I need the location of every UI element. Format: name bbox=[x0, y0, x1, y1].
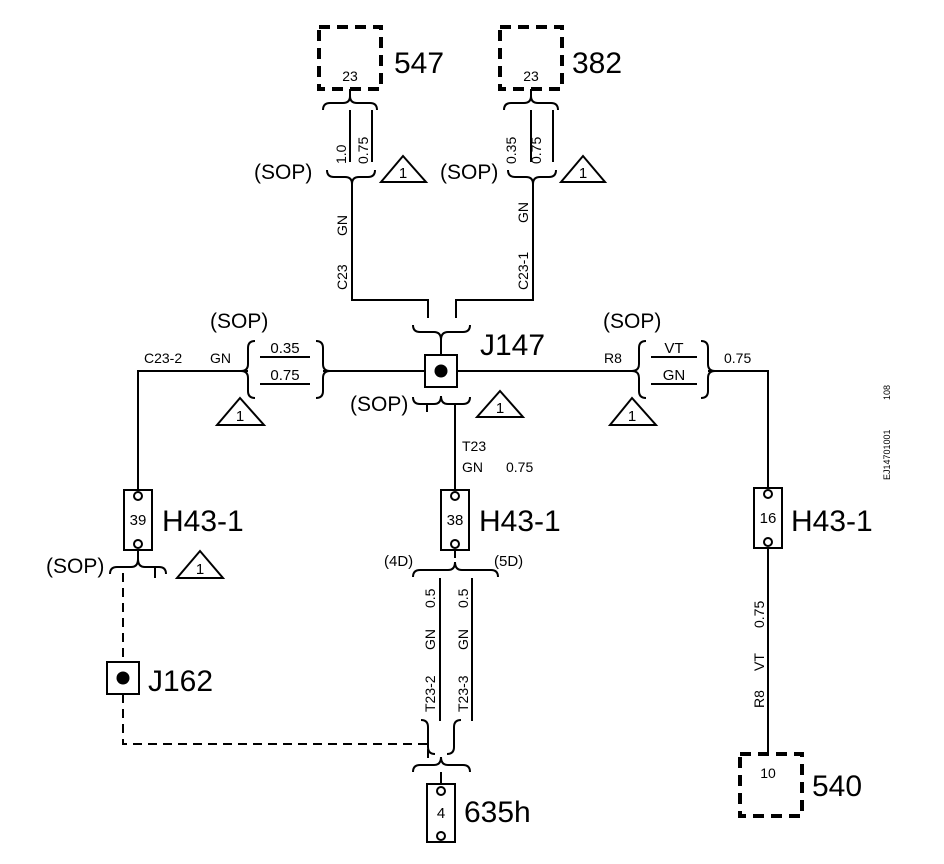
svg-text:16: 16 bbox=[760, 510, 777, 527]
connector-382-label: 382 bbox=[572, 47, 622, 80]
tag-5d: (5D) bbox=[494, 553, 523, 570]
note-triangle-right: 1 bbox=[607, 396, 659, 426]
wire-c23-1: GN C23-1 bbox=[455, 184, 534, 318]
note-triangle-left: 1 bbox=[214, 396, 267, 426]
svg-text:GN: GN bbox=[515, 202, 531, 223]
wire-r8-lower: 0.75 VT R8 bbox=[751, 548, 769, 756]
connector-547-pin: 23 bbox=[342, 68, 358, 84]
note-triangle-lower-left: 1 bbox=[174, 549, 226, 579]
sop-label-top-left: (SOP) bbox=[254, 161, 312, 184]
wire-top-right: 0.35 0.75 bbox=[503, 110, 554, 164]
connector-635h-label: 635h bbox=[464, 796, 531, 829]
connector-547: 23 547 bbox=[317, 25, 444, 96]
svg-text:GN: GN bbox=[455, 629, 471, 650]
svg-text:R8: R8 bbox=[751, 690, 767, 708]
svg-text:C23: C23 bbox=[334, 264, 350, 290]
svg-text:0.75: 0.75 bbox=[751, 601, 767, 628]
svg-text:1: 1 bbox=[628, 408, 636, 425]
figure-code-suffix: 108 bbox=[882, 385, 892, 400]
connector-540-pin: 10 bbox=[760, 765, 776, 781]
note-triangle-top-right: 1 bbox=[558, 154, 608, 183]
svg-text:0.75: 0.75 bbox=[506, 459, 533, 475]
svg-text:38: 38 bbox=[447, 512, 464, 529]
svg-text:0.5: 0.5 bbox=[455, 588, 471, 608]
connector-547-label: 547 bbox=[394, 47, 444, 80]
wire-top-right-size-b: 0.75 bbox=[528, 137, 544, 164]
connector-635h: 4 635h bbox=[426, 783, 531, 843]
splice-j162-label: J162 bbox=[148, 665, 213, 698]
svg-text:0.5: 0.5 bbox=[422, 588, 438, 608]
connector-h43-1-pin-39: 39 H43-1 bbox=[123, 489, 244, 551]
splice-j147: J147 bbox=[424, 329, 545, 388]
svg-text:H43-1: H43-1 bbox=[479, 505, 561, 538]
wire-left-size-a: 0.35 bbox=[270, 340, 299, 357]
wire-top-right-size-a: 0.35 bbox=[503, 137, 519, 164]
wire-top-left-size-b: 0.75 bbox=[355, 137, 371, 164]
wire-t23: T23 GN 0.75 bbox=[454, 404, 533, 490]
svg-text:1: 1 bbox=[399, 165, 407, 182]
svg-text:0.75: 0.75 bbox=[724, 350, 751, 366]
svg-text:H43-1: H43-1 bbox=[162, 505, 244, 538]
wire-top-left-size-a: 1.0 bbox=[333, 144, 349, 164]
sop-label-center: (SOP) bbox=[350, 393, 408, 416]
connector-382-pin: 23 bbox=[523, 68, 539, 84]
svg-text:1: 1 bbox=[236, 408, 244, 425]
svg-text:4: 4 bbox=[437, 805, 445, 822]
sop-label-top-right: (SOP) bbox=[440, 161, 498, 184]
connector-382: 23 382 bbox=[498, 25, 622, 96]
wire-right-color-a: VT bbox=[664, 340, 683, 357]
wire-right-color-b: GN bbox=[663, 367, 686, 384]
wire-r8: R8 0.75 bbox=[604, 350, 769, 488]
connector-h43-1-pin-38: 38 H43-1 bbox=[440, 489, 561, 551]
connector-h43-1-pin-16: 16 H43-1 bbox=[753, 487, 873, 549]
svg-text:C23-2: C23-2 bbox=[144, 350, 182, 366]
connector-540-label: 540 bbox=[812, 770, 862, 803]
svg-text:39: 39 bbox=[130, 512, 147, 529]
note-triangle-top-left: 1 bbox=[378, 154, 429, 183]
svg-text:GN: GN bbox=[334, 215, 350, 236]
svg-text:1: 1 bbox=[196, 561, 204, 578]
splice-j147-label: J147 bbox=[480, 329, 545, 362]
tag-4d: (4D) bbox=[384, 553, 413, 570]
wire-top-left: 1.0 0.75 bbox=[333, 110, 373, 164]
wire-t23-3: 0.5 GN T23-3 bbox=[455, 578, 473, 721]
svg-text:T23: T23 bbox=[462, 438, 486, 454]
svg-text:1: 1 bbox=[496, 400, 504, 417]
svg-text:R8: R8 bbox=[604, 350, 622, 366]
sop-label-lower-left: (SOP) bbox=[46, 555, 104, 578]
svg-text:1: 1 bbox=[579, 165, 587, 182]
svg-text:H43-1: H43-1 bbox=[791, 505, 873, 538]
sop-label-right: (SOP) bbox=[603, 310, 661, 333]
wire-c23-2: C23-2 GN bbox=[137, 350, 248, 490]
note-triangle-center: 1 bbox=[474, 389, 526, 418]
connector-540: 10 540 bbox=[738, 752, 862, 818]
wire-t23-2: 0.5 GN T23-2 bbox=[422, 578, 441, 721]
svg-text:GN: GN bbox=[422, 629, 438, 650]
svg-text:VT: VT bbox=[751, 653, 767, 671]
svg-text:T23-3: T23-3 bbox=[455, 675, 471, 712]
svg-text:GN: GN bbox=[462, 459, 483, 475]
wire-c23: GN C23 bbox=[334, 184, 429, 318]
splice-j162: J162 bbox=[106, 661, 213, 698]
sop-label-left: (SOP) bbox=[210, 310, 268, 333]
wire-left-size-b: 0.75 bbox=[270, 367, 299, 384]
svg-text:T23-2: T23-2 bbox=[422, 675, 438, 712]
svg-text:C23-1: C23-1 bbox=[515, 252, 531, 290]
svg-text:GN: GN bbox=[210, 350, 231, 366]
figure-code: EJ14701001 bbox=[882, 429, 892, 480]
